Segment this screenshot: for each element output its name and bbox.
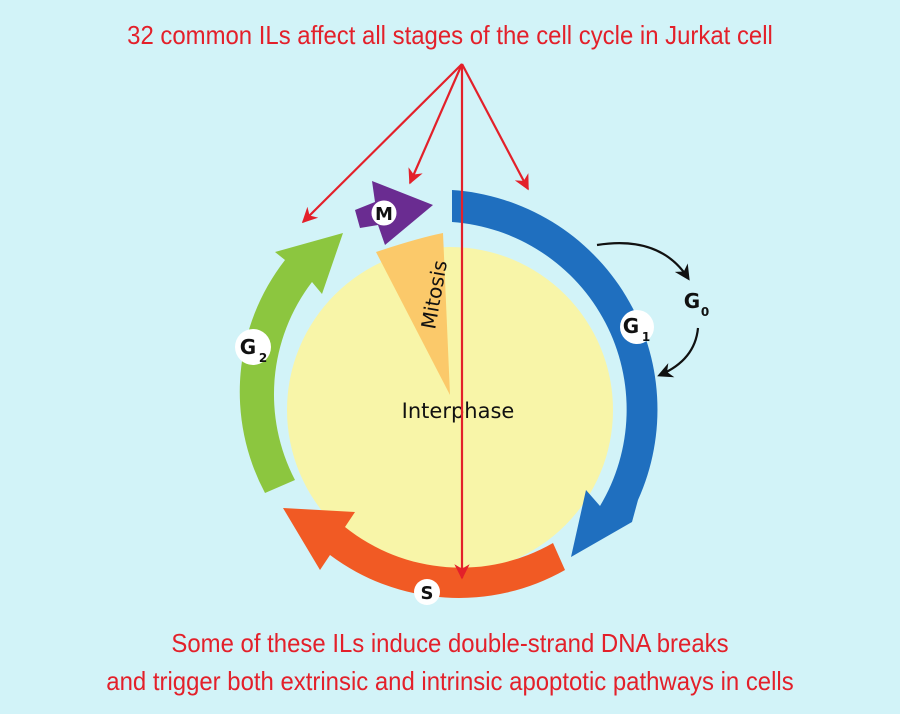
- m-label: M: [375, 204, 393, 225]
- footer-line-2: and trigger both extrinsic and intrinsic…: [106, 666, 794, 696]
- m-badge: M: [370, 199, 398, 227]
- g0-label: G: [684, 289, 700, 313]
- interphase-label: Interphase: [402, 399, 515, 423]
- diagram-title: 32 common ILs affect all stages of the c…: [127, 20, 773, 50]
- g2-badge: G 2: [235, 329, 271, 365]
- s-label: S: [421, 583, 434, 604]
- g0-to-g1-arrow: [657, 327, 700, 378]
- g2-label: G: [240, 335, 256, 359]
- g1-to-g0-arrow: [596, 242, 690, 281]
- red-arrows: [301, 63, 529, 580]
- g1-badge: G 1: [620, 310, 654, 344]
- g2-subscript: 2: [259, 351, 267, 365]
- footer-line-1: Some of these ILs induce double-strand D…: [171, 628, 729, 658]
- s-badge: S: [414, 579, 440, 605]
- interphase-circle: [287, 247, 613, 573]
- g2-arc: [239, 233, 343, 493]
- red-arrow-to-g2: [301, 63, 463, 224]
- g0-subscript: 0: [701, 305, 709, 319]
- s-arc: [283, 508, 565, 598]
- g1-subscript: 1: [642, 330, 650, 344]
- red-arrow-to-m: [408, 63, 464, 185]
- mitosis-wedge: [376, 233, 450, 395]
- red-arrow-to-g1: [461, 63, 529, 191]
- g0-label-group: G 0: [684, 289, 709, 319]
- g1-label: G: [623, 314, 639, 338]
- g1-arc: [452, 190, 658, 557]
